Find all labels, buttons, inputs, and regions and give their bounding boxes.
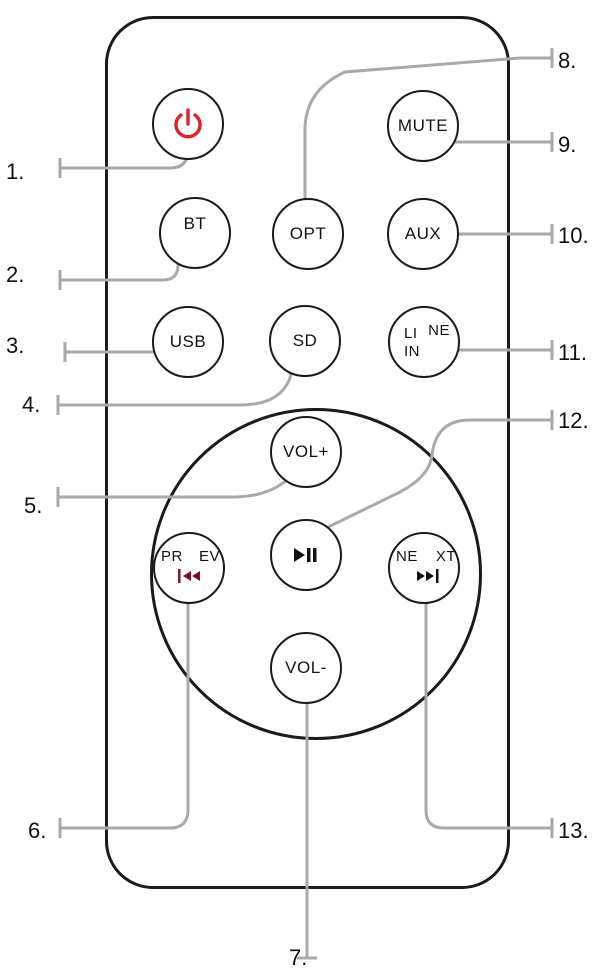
callout-2: 2. <box>6 262 25 287</box>
callout-11: 11. <box>558 340 587 365</box>
prev-label-pr: PR <box>161 548 183 565</box>
leader-12 <box>317 418 552 534</box>
play-pause-icon <box>294 548 317 562</box>
line-in-button[interactable]: LI NE IN <box>388 306 460 378</box>
line-in-label-li: LI <box>404 325 418 342</box>
line-in-label-ne: NE <box>428 322 450 339</box>
sd-button[interactable]: SD <box>269 305 341 377</box>
bt-label: BT <box>183 214 207 233</box>
navigation-ring <box>150 408 482 740</box>
callout-3: 3. <box>6 333 25 358</box>
mute-button[interactable]: MUTE <box>387 90 459 162</box>
callout-6: 6. <box>28 818 47 843</box>
callout-7: 7. <box>289 945 308 970</box>
prev-label-ev: EV <box>198 548 220 565</box>
play-pause-button[interactable] <box>270 519 342 591</box>
leader-2 <box>60 245 180 282</box>
callout-13: 13. <box>558 818 589 843</box>
callout-8: 8. <box>558 48 577 73</box>
mute-label: MUTE <box>397 116 449 135</box>
vol-down-label: VOL- <box>285 658 327 677</box>
opt-label: OPT <box>289 224 327 243</box>
leader-8 <box>303 56 552 218</box>
callout-9: 9. <box>558 132 577 157</box>
power-icon <box>174 108 202 139</box>
usb-button[interactable]: USB <box>152 306 224 378</box>
callout-10: 10. <box>558 223 589 248</box>
sd-label: SD <box>292 331 318 350</box>
next-label-xt: XT <box>435 548 456 565</box>
vol-down-button[interactable]: VOL- <box>270 632 342 704</box>
prev-button[interactable]: PR EV <box>153 532 225 604</box>
aux-button[interactable]: AUX <box>387 198 459 270</box>
aux-label: AUX <box>404 224 442 243</box>
leader-5 <box>58 476 291 499</box>
leader-6 <box>60 588 190 830</box>
line-in-label-in: IN <box>404 343 420 360</box>
callout-4: 4. <box>22 392 41 417</box>
next-label-ne: NE <box>396 548 418 565</box>
vol-up-button[interactable]: VOL+ <box>270 416 342 488</box>
bt-button[interactable]: BT <box>159 197 231 269</box>
skip-next-icon <box>417 569 439 583</box>
callout-1: 1. <box>6 159 25 184</box>
usb-label: USB <box>169 332 207 351</box>
skip-previous-icon <box>178 569 200 583</box>
power-button[interactable] <box>152 88 224 160</box>
opt-button[interactable]: OPT <box>272 198 344 270</box>
leader-4 <box>58 369 294 407</box>
callout-12: 12. <box>558 408 589 433</box>
callout-5: 5. <box>24 493 43 518</box>
vol-up-label: VOL+ <box>283 442 329 461</box>
next-button[interactable]: NE XT <box>388 532 460 604</box>
leader-13 <box>424 588 552 830</box>
